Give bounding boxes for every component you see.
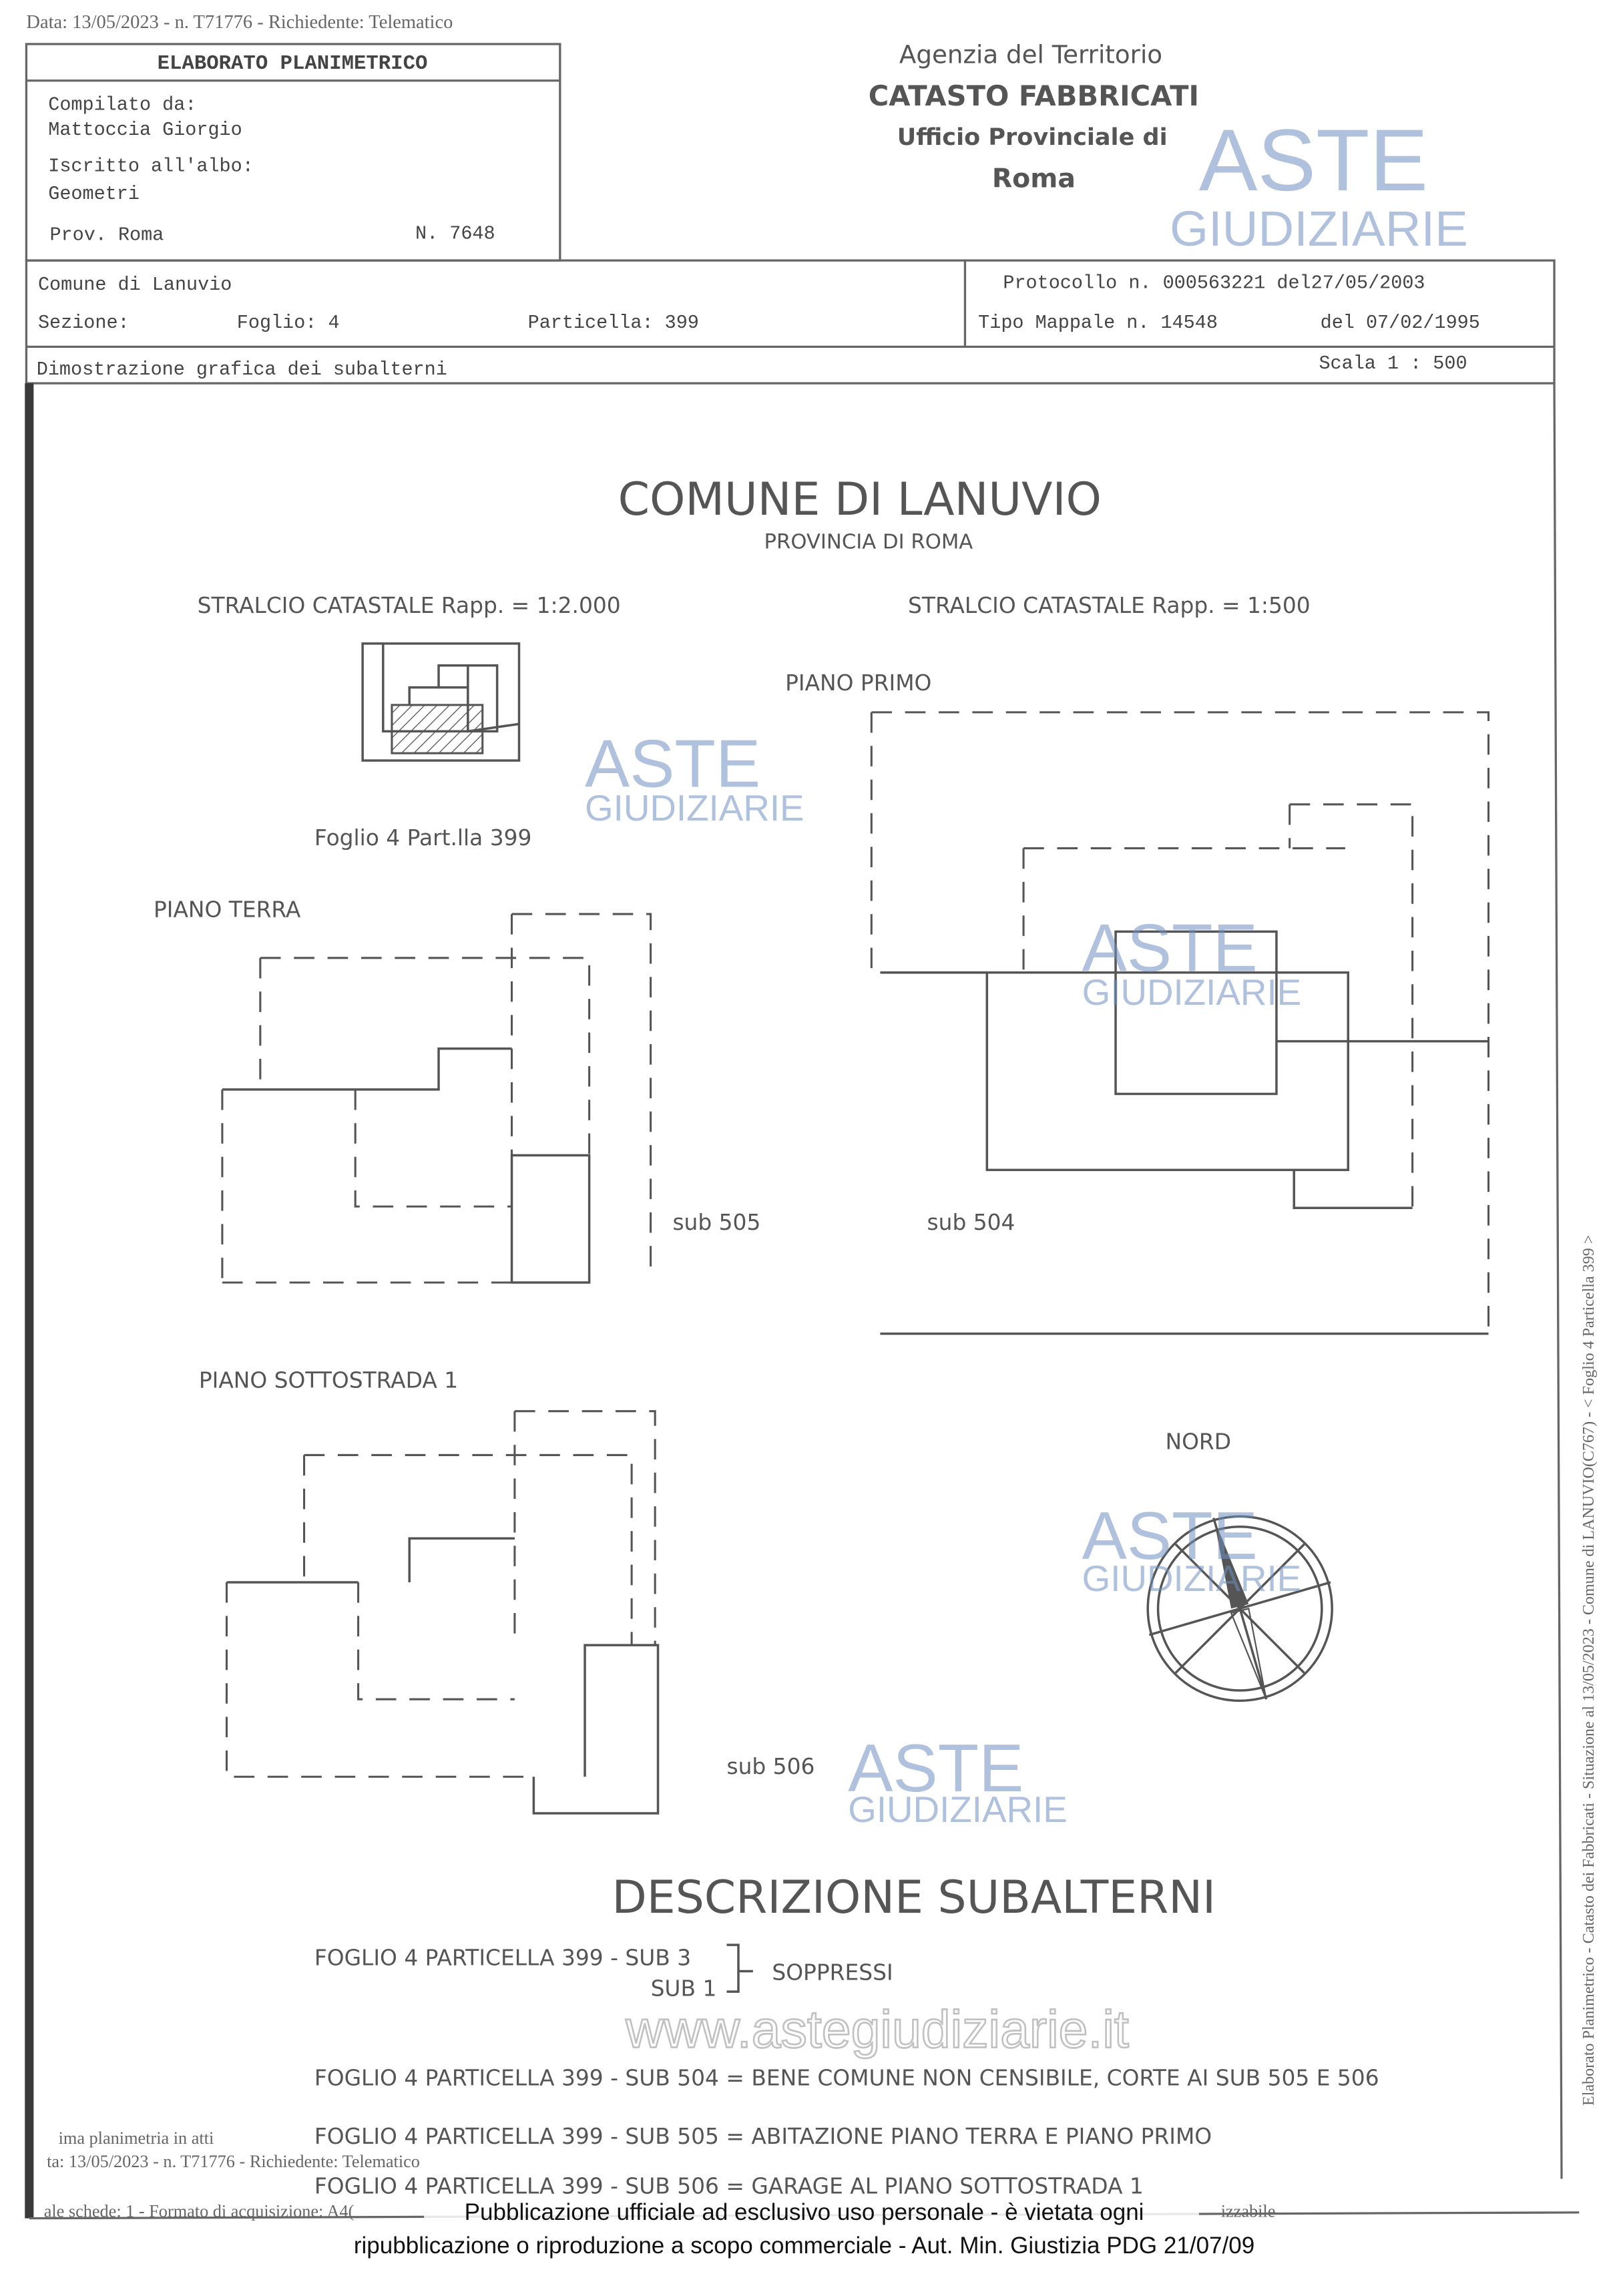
descrizione-item: FOGLIO 4 PARTICELLA 399 - SUB 504 = BENE…: [314, 2065, 1379, 2090]
watermark-aste: ASTE: [1199, 111, 1428, 209]
info-rows: Comune di Lanuvio Sezione: Foglio: 4 Par…: [25, 259, 1556, 385]
notice-line1: Pubblicazione ufficiale ad esclusivo uso…: [465, 2199, 1144, 2225]
watermark-url: www.astegiudiziarie.it: [625, 2000, 1129, 2058]
watermark-aste: ASTE: [1082, 911, 1258, 985]
agency-line1: Agenzia del Territorio: [899, 39, 1162, 69]
iscritto-value: Geometri: [48, 183, 140, 205]
tipo-mappale-date: del 07/02/1995: [1321, 312, 1480, 334]
particella: Particella: 399: [528, 312, 699, 334]
sub-504-label: sub 504: [927, 1210, 1015, 1235]
watermark-aste: ASTE: [848, 1731, 1023, 1806]
piano-sottostrada-plan: [225, 1410, 660, 1815]
foglio: Foglio: 4: [237, 312, 340, 334]
soppressi-line1: FOGLIO 4 PARTICELLA 399 - SUB 3: [314, 1945, 691, 1971]
tipo-mappale: Tipo Mappale n. 14548: [978, 312, 1218, 334]
watermark-aste: ASTE: [1082, 1499, 1258, 1574]
agency-line2: CATASTO FABBRICATI: [869, 79, 1199, 112]
drawing-subtitle: PROVINCIA DI ROMA: [764, 531, 973, 554]
comune: Comune di Lanuvio: [38, 274, 232, 296]
piano-primo-plan: [870, 711, 1490, 1335]
drawing-title: COMUNE DI LANUVIO: [618, 473, 1102, 526]
watermark-giudiziarie: GIUDIZIARIE: [848, 1789, 1068, 1830]
watermark-aste-giudiziarie: ASTE GIUDIZIARIE ASTE GIUDIZIARIE ASTE G…: [585, 111, 1468, 2060]
right-border: [1553, 383, 1563, 2179]
numero: N. 7648: [415, 222, 495, 244]
descrizione-title: DESCRIZIONE SUBALTERNI: [612, 1871, 1216, 1924]
watermark-giudiziarie: GIUDIZIARIE: [1082, 971, 1302, 1013]
compilato-label: Compilato da:: [48, 94, 196, 116]
piano-sottostrada-label: PIANO SOTTOSTRADA 1: [199, 1368, 458, 1393]
left-border: [25, 383, 34, 2219]
watermark-giudiziarie: GIUDIZIARIE: [585, 787, 804, 829]
agency-line3: Ufficio Provinciale di: [897, 124, 1168, 151]
footer-ultima: ima planimetria in atti: [59, 2128, 214, 2148]
piano-terra-label: PIANO TERRA: [154, 897, 301, 922]
piano-primo-label: PIANO PRIMO: [785, 670, 931, 696]
soppressi-line2: SUB 1: [651, 1976, 717, 2002]
sub-505-label: sub 505: [672, 1210, 760, 1235]
descrizione-item: FOGLIO 4 PARTICELLA 399 - SUB 506 = GARA…: [314, 2173, 1144, 2199]
footer-schede: ale schede: 1 - Formato di acquisizione:…: [44, 2201, 355, 2221]
side-text: Elaborato Planimetrico - Catasto dei Fab…: [1580, 1235, 1598, 2106]
footer-schede-end: izzabile: [1221, 2201, 1276, 2221]
watermark-aste: ASTE: [585, 727, 760, 802]
top-meta: Data: 13/05/2023 - n. T71776 - Richieden…: [26, 12, 453, 33]
scala: Scala 1 : 500: [1319, 353, 1467, 375]
compilato-name: Mattoccia Giorgio: [48, 119, 242, 141]
agency-heading: Agenzia del Territorio CATASTO FABBRICAT…: [869, 39, 1199, 194]
stralcio-500: STRALCIO CATASTALE Rapp. = 1:500: [908, 593, 1311, 618]
watermark-giudiziarie: GIUDIZIARIE: [1082, 1558, 1302, 1599]
nord-label: NORD: [1166, 1429, 1232, 1455]
iscritto-label: Iscritto all'albo:: [48, 156, 254, 178]
soppressi-label: SOPPRESSI: [772, 1960, 893, 1986]
sezione: Sezione:: [38, 312, 130, 334]
cadastral-extract-map: [361, 642, 521, 762]
stralcio-2000: STRALCIO CATASTALE Rapp. = 1:2.000: [198, 593, 621, 618]
dimostrazione: Dimostrazione grafica dei subalterni: [37, 359, 447, 381]
piano-terra-plan: [221, 913, 652, 1284]
foglio-caption: Foglio 4 Part.lla 399: [314, 825, 532, 851]
footer-data: ta: 13/05/2023 - n. T71776 - Richiedente…: [47, 2152, 420, 2171]
descrizione-item: FOGLIO 4 PARTICELLA 399 - SUB 505 = ABIT…: [314, 2124, 1212, 2149]
compass-rose-icon: [1146, 1515, 1333, 1702]
sub-506-label: sub 506: [726, 1754, 815, 1779]
watermark-giudiziarie: GIUDIZIARIE: [1170, 201, 1468, 256]
soppressi-block: FOGLIO 4 PARTICELLA 399 - SUB 3 SUB 1 SO…: [314, 1943, 893, 2002]
agency-line4: Roma: [992, 164, 1076, 194]
header-box: ELABORATO PLANIMETRICO Compilato da: Mat…: [25, 43, 561, 262]
prov: Prov. Roma: [49, 224, 164, 246]
notice-line2: ripubblicazione o riproduzione a scopo c…: [354, 2233, 1254, 2259]
header-title: ELABORATO PLANIMETRICO: [158, 52, 428, 75]
protocollo: Protocollo n. 000563221 del27/05/2003: [1003, 272, 1425, 294]
